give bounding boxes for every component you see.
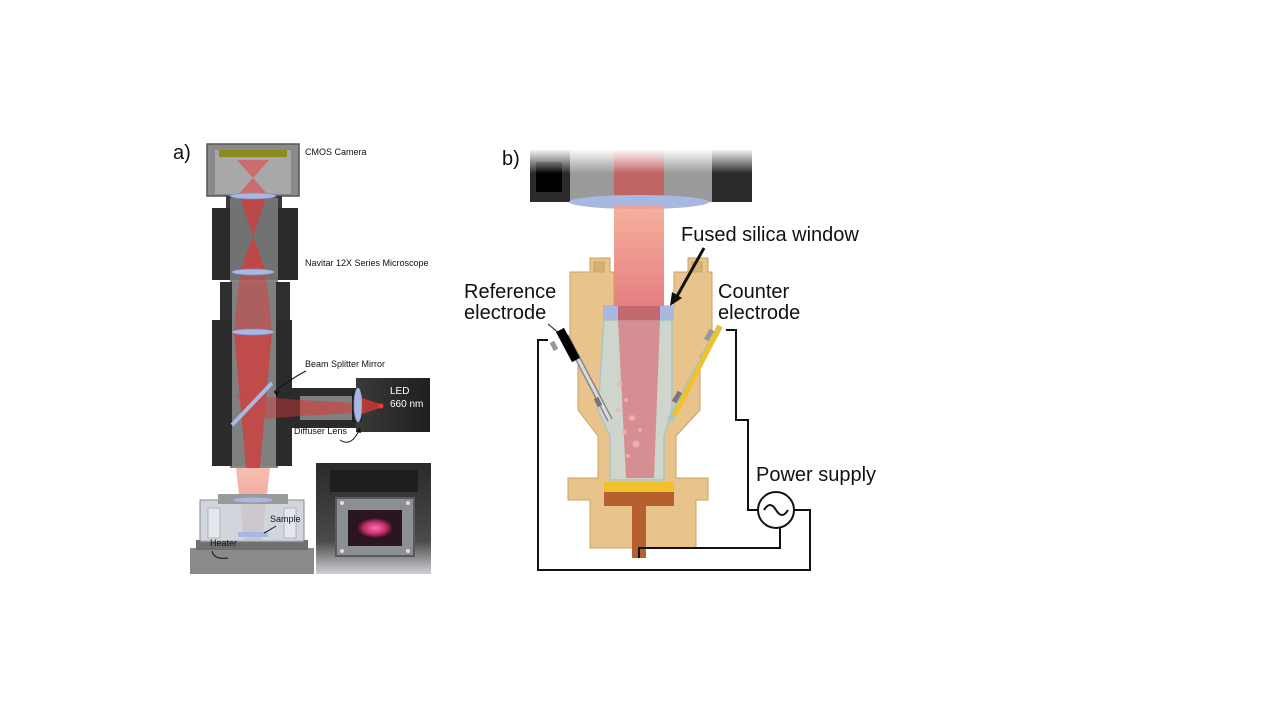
window-pointer (674, 247, 706, 299)
circuit-wires (537, 329, 811, 571)
sample-slide (238, 532, 268, 537)
led-source (352, 378, 430, 432)
panel-a-label: a) (173, 142, 191, 164)
objective-lens-housing (530, 150, 752, 209)
counter-electrode-label-1: Counter (718, 281, 789, 303)
reference-electrode (549, 327, 613, 422)
power-supply (757, 491, 795, 529)
heater-label: Heater (210, 538, 237, 548)
cmos-camera (206, 143, 300, 197)
panel-b-label: b) (502, 148, 520, 170)
cmos-camera-label: CMOS Camera (305, 147, 367, 157)
reference-electrode-label-1: Reference (464, 281, 556, 303)
diffuser-label: Diffuser Lens (294, 426, 347, 436)
sample-label: Sample (270, 514, 301, 524)
led-wavelength-label: 660 nm (390, 399, 423, 410)
microscope-label: Navitar 12X Series Microscope (305, 258, 429, 268)
counter-electrode-label-2: electrode (718, 302, 800, 324)
reference-electrode-label-2: electrode (464, 302, 546, 324)
diffuser-lens (353, 387, 363, 423)
power-supply-label: Power supply (756, 464, 876, 486)
led-label: LED (390, 386, 409, 397)
working-electrode (604, 482, 674, 492)
bubbles (616, 381, 642, 458)
heater-pointer (211, 550, 229, 559)
panel-a: a) CMOS Camera (173, 142, 431, 574)
fused-silica-window-label: Fused silica window (681, 224, 859, 246)
sample-cell (190, 494, 314, 574)
beam-splitter-mirror (230, 381, 274, 427)
camera-sensor (219, 150, 287, 157)
beam-splitter-label: Beam Splitter Mirror (305, 359, 385, 369)
objective-lens (569, 195, 709, 209)
beam-lower (618, 320, 660, 478)
sample-cell-photo (316, 463, 431, 574)
panel-b: b) (464, 148, 876, 571)
reference-pointer (547, 323, 561, 335)
counter-electrode (667, 324, 723, 422)
beam-splitter-pointer (273, 370, 307, 393)
beam-upper (614, 206, 664, 318)
copper-stem (604, 492, 674, 558)
sample-pointer (263, 525, 277, 534)
microscope-lenses (229, 192, 277, 336)
red-beam-path (234, 198, 372, 468)
